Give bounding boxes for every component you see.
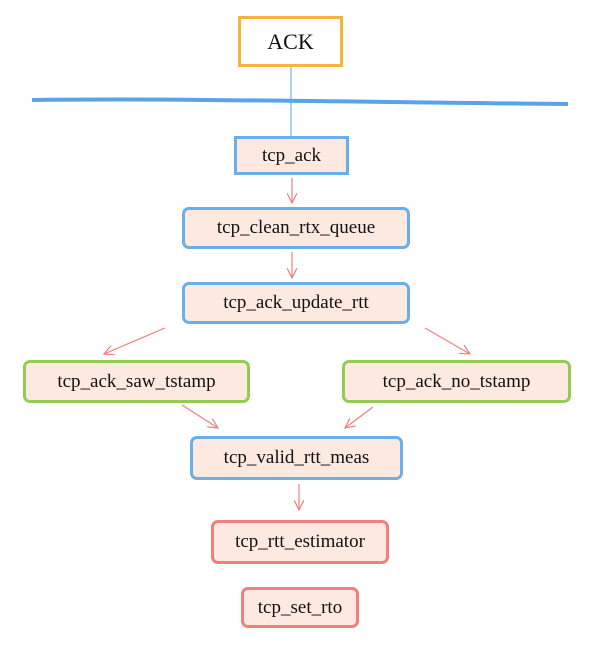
tcp-ack-node: tcp_ack xyxy=(234,136,349,175)
tcp-ack-saw-tstamp-node: tcp_ack_saw_tstamp xyxy=(23,360,250,403)
tcp-set-rto-node: tcp_set_rto xyxy=(241,587,359,628)
tcp-rtt-estimator-node: tcp_rtt_estimator xyxy=(211,520,389,564)
separator-line xyxy=(31,97,569,106)
tcp-valid-rtt-meas-node: tcp_valid_rtt_meas xyxy=(190,436,403,480)
tcp-clean-rtx-queue-node: tcp_clean_rtx_queue xyxy=(182,207,410,249)
arrow-saw-tstamp-to-valid-rtt-meas xyxy=(181,404,218,428)
arrow-no-tstamp-to-valid-rtt-meas xyxy=(345,406,374,428)
arrow-ack-update-rtt-to-saw-tstamp xyxy=(104,327,166,354)
tcp-ack-no-tstamp-node: tcp_ack_no_tstamp xyxy=(342,360,571,403)
ack-node: ACK xyxy=(238,16,343,67)
arrow-ack-update-rtt-to-no-tstamp xyxy=(424,327,470,354)
tcp-ack-update-rtt-node: tcp_ack_update_rtt xyxy=(182,282,410,324)
